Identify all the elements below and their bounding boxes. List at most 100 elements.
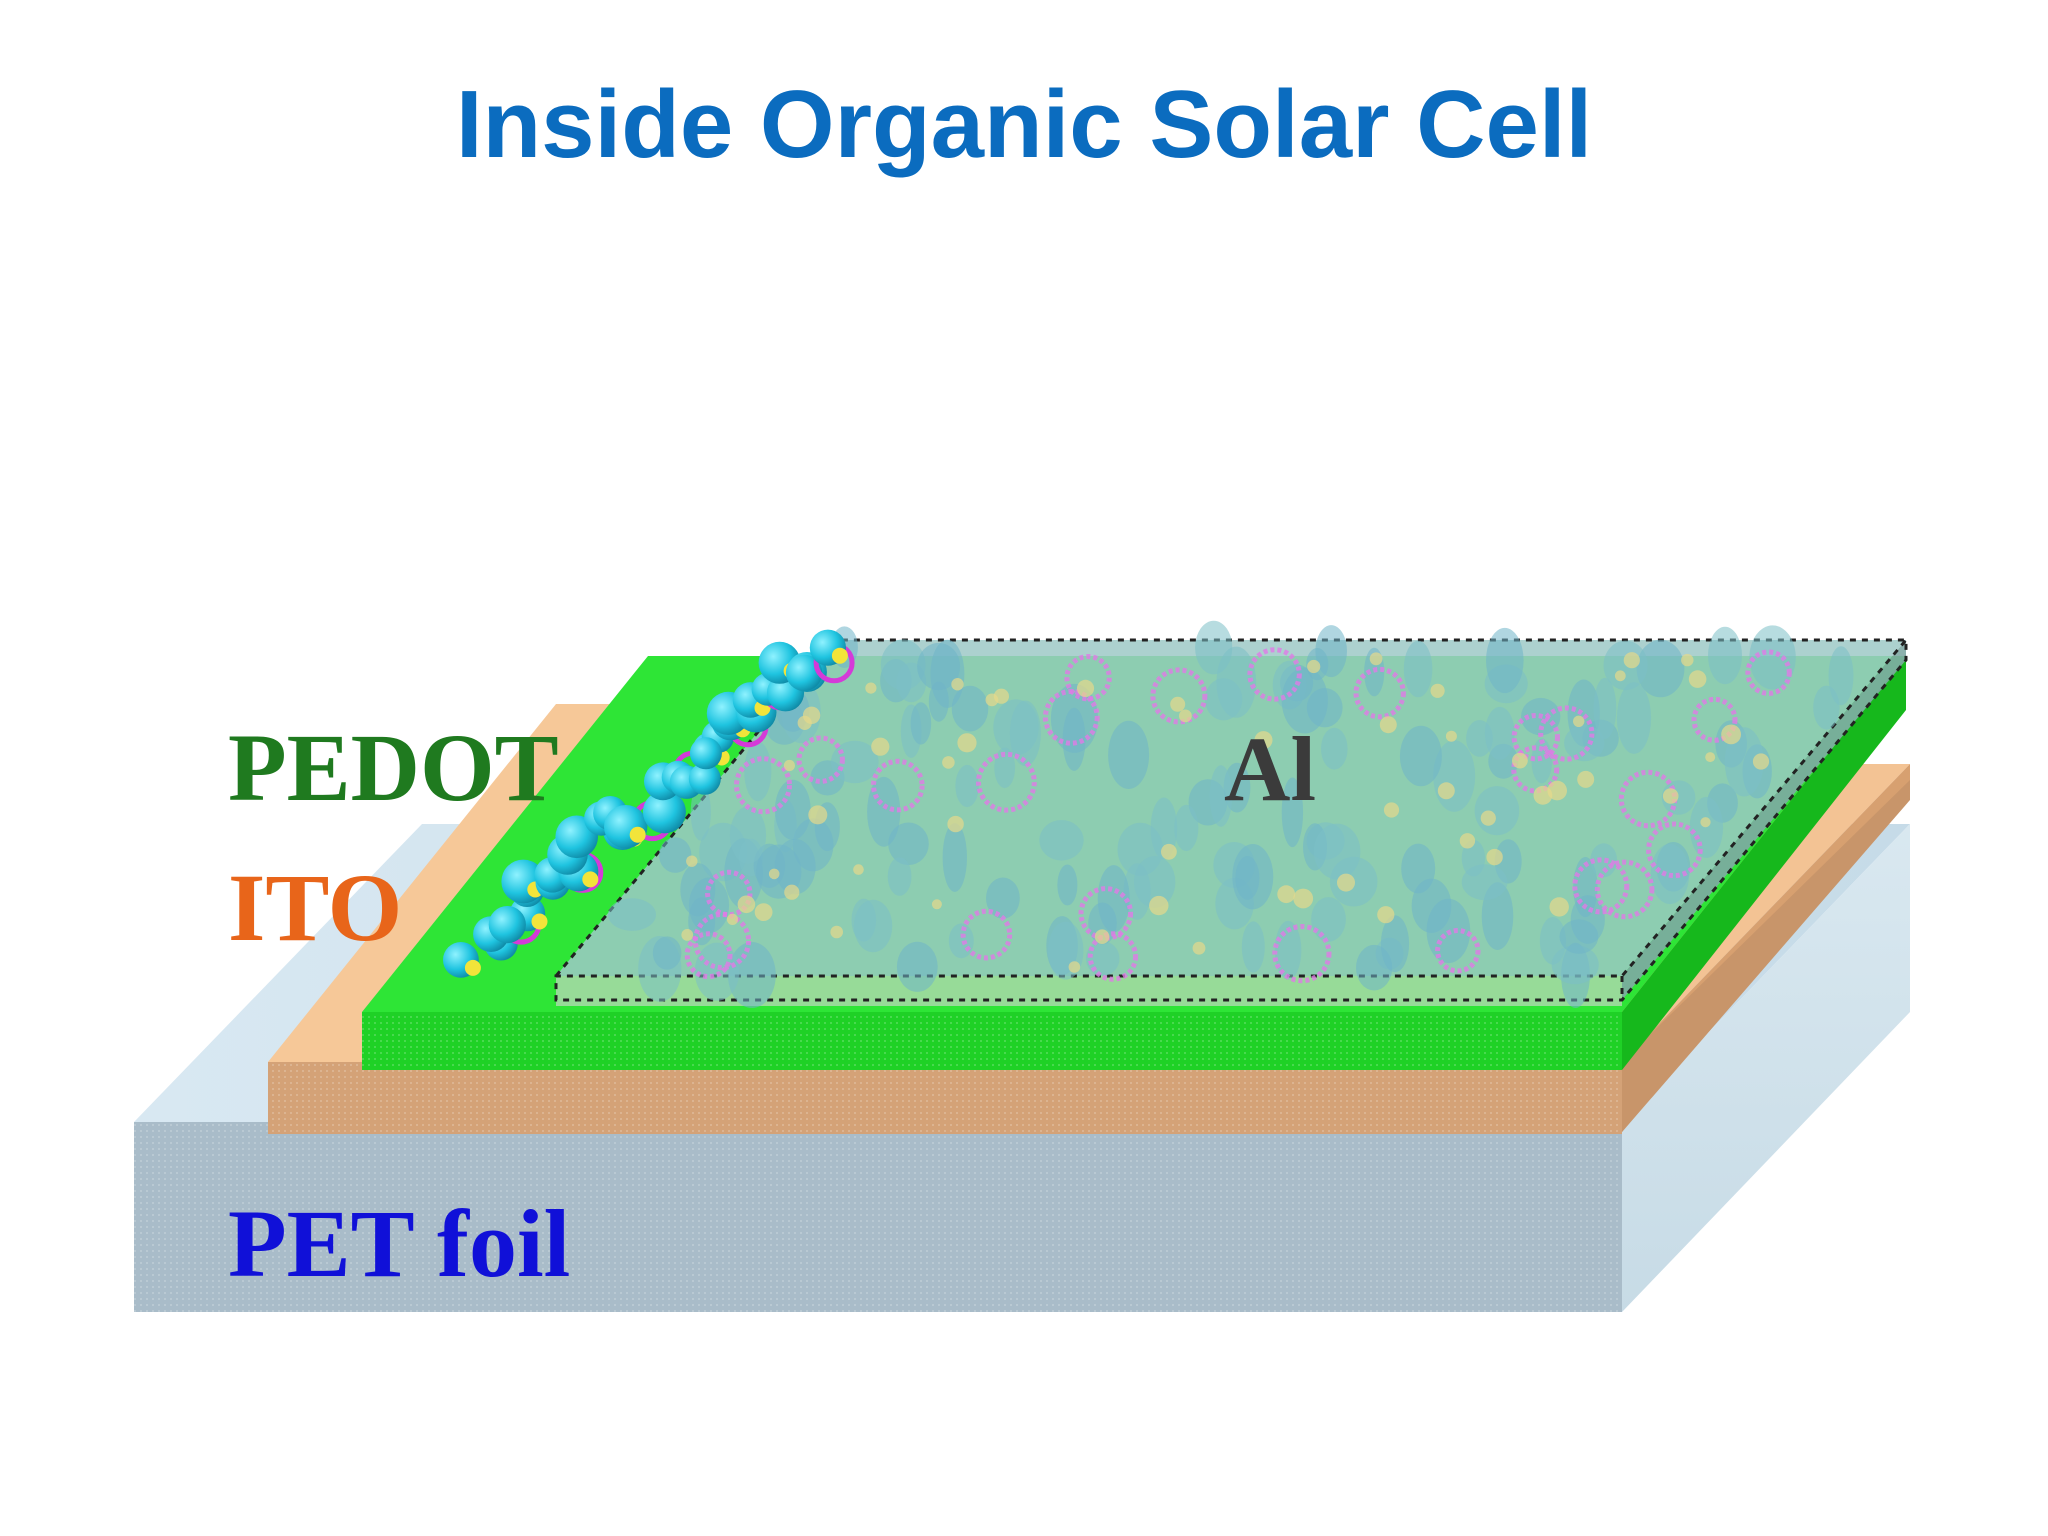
- fullerene-molecule: [960, 908, 1013, 961]
- sulfur-atom: [942, 756, 955, 769]
- molecule-bead: [1616, 682, 1652, 754]
- molecule-bead: [948, 923, 974, 959]
- sulfur-atom: [830, 925, 843, 939]
- sulfur-atom: [1533, 785, 1553, 805]
- sulfur-atom: [1161, 843, 1177, 860]
- molecule-bead: [1474, 786, 1520, 836]
- fullerene-molecule: [976, 751, 1037, 813]
- molecule-bead: [1204, 678, 1243, 721]
- al-label: Al: [1224, 718, 1316, 820]
- sulfur-atom: [737, 895, 756, 914]
- molecule-bead: [1828, 646, 1854, 706]
- molecule-bead: [1321, 727, 1348, 770]
- molecule-bead: [652, 936, 682, 970]
- sulfur-atom: [1337, 873, 1355, 892]
- molecule-bead: [1749, 625, 1796, 690]
- sulfur-atom: [1662, 788, 1679, 804]
- ito-label: ITO: [228, 854, 402, 961]
- molecule-bead: [917, 642, 961, 691]
- sulfur-atom: [1369, 652, 1383, 666]
- molecule-bead: [1380, 915, 1410, 973]
- sulfur-atom: [1705, 752, 1716, 763]
- sulfur-atom: [1512, 752, 1528, 769]
- fullerene-molecule: [1511, 745, 1560, 794]
- fullerene-molecule: [692, 911, 752, 971]
- molecule-bead: [1108, 720, 1150, 790]
- sulfur-atom: [993, 688, 1010, 704]
- molecule-bead: [1484, 706, 1515, 760]
- fullerene-molecule: [1511, 713, 1561, 762]
- sulfur-atom: [1688, 670, 1707, 688]
- molecule-bead: [853, 899, 893, 953]
- fullerene-molecule: [1247, 647, 1302, 702]
- molecule-field: [608, 620, 1854, 1009]
- fullerene-molecule: [871, 758, 925, 813]
- chain-sulfur: [464, 959, 481, 976]
- molecule-bead: [1174, 804, 1199, 852]
- sulfur-atom: [1623, 652, 1640, 669]
- sulfur-atom: [783, 759, 796, 772]
- molecule-bead: [928, 681, 949, 722]
- sulfur-atom: [1179, 709, 1192, 723]
- molecule-bead: [1097, 865, 1130, 933]
- molecule-bead: [1313, 823, 1361, 880]
- molecule-bead: [744, 741, 772, 802]
- molecule-bead: [1209, 765, 1233, 827]
- molecule-bead: [1009, 700, 1041, 767]
- pet-side-face: [1622, 824, 1910, 1312]
- sulfur-atom: [931, 899, 942, 910]
- molecule-bead: [690, 783, 711, 841]
- molecule-bead: [680, 863, 716, 917]
- fullerene-molecule: [796, 735, 845, 784]
- sulfur-atom: [1430, 683, 1445, 698]
- sulfur-atom: [871, 737, 890, 756]
- molecule-bead: [1281, 777, 1304, 848]
- molecule-bead: [887, 857, 912, 896]
- molecule-bead: [896, 941, 938, 992]
- fullerene-molecule: [1745, 649, 1792, 696]
- molecule-bead: [1311, 897, 1346, 942]
- molecule-bead: [1057, 864, 1078, 906]
- sulfur-atom: [947, 815, 964, 833]
- fullerene-molecule: [1594, 859, 1655, 920]
- chain-bead: [488, 906, 526, 944]
- fullerene-molecule: [734, 756, 792, 815]
- sulfur-atom: [1254, 731, 1273, 750]
- sulfur-atom: [1094, 929, 1110, 944]
- sulfur-atom: [1437, 782, 1455, 800]
- al-electrode-layer: [554, 620, 1908, 1009]
- molecule-bead: [1399, 725, 1442, 787]
- molecule-bead: [1551, 945, 1599, 985]
- molecule-bead: [1062, 707, 1086, 771]
- molecule-bead: [608, 898, 656, 931]
- sulfur-atom: [1068, 961, 1081, 973]
- molecule-bead: [994, 747, 1016, 789]
- molecule-bead: [867, 776, 901, 847]
- molecule-bead: [951, 685, 989, 732]
- sulfur-atom: [1445, 730, 1457, 742]
- sulfur-atom: [957, 733, 977, 753]
- sulfur-atom: [1577, 770, 1595, 788]
- sulfur-atom: [1486, 848, 1503, 866]
- molecule-bead: [659, 837, 692, 873]
- sulfur-atom: [1547, 780, 1567, 801]
- sulfur-atom: [686, 855, 698, 867]
- fullerene-molecule: [705, 869, 753, 918]
- molecule-bead: [1724, 727, 1764, 797]
- sulfur-atom: [1721, 724, 1741, 745]
- chain-sulfur: [831, 647, 848, 664]
- molecule-bead: [955, 764, 979, 808]
- chain-bead: [642, 790, 686, 834]
- sulfur-atom: [1681, 653, 1694, 667]
- sulfur-atom: [1480, 810, 1496, 826]
- chain-bead: [689, 737, 722, 770]
- sulfur-atom: [1377, 906, 1395, 924]
- sulfur-atom: [768, 868, 780, 880]
- sulfur-atom: [1192, 941, 1206, 955]
- molecule-bead: [1274, 920, 1302, 980]
- sulfur-atom: [1277, 885, 1296, 904]
- page-title: Inside Organic Solar Cell: [455, 71, 1593, 178]
- fullerene-molecule: [1064, 654, 1112, 702]
- chain-bead: [785, 654, 823, 691]
